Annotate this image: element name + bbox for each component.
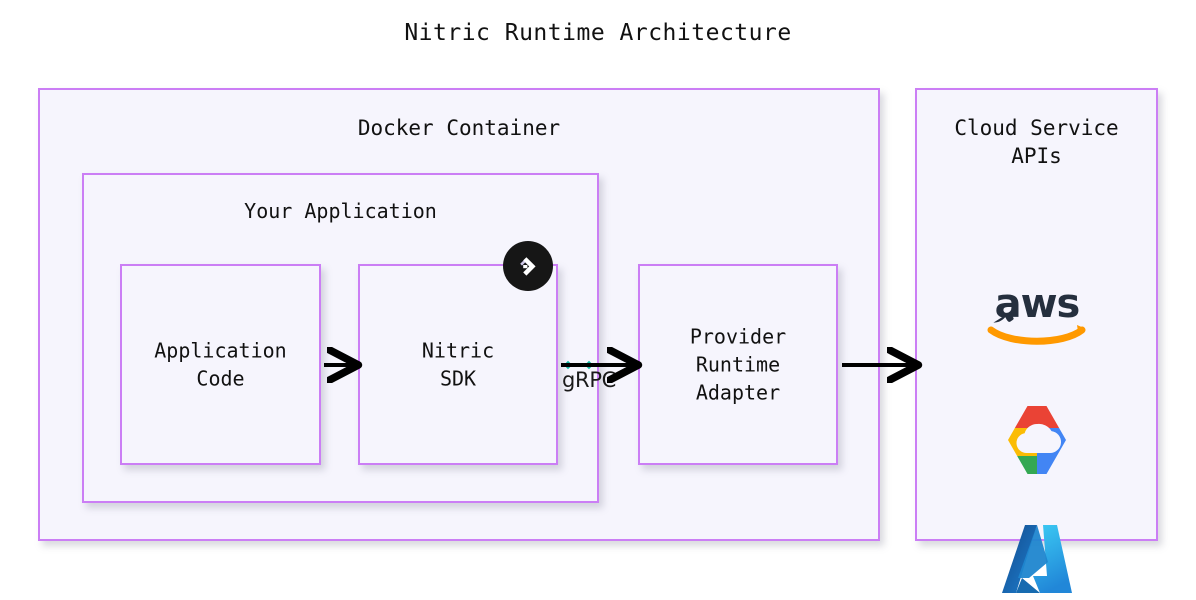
- provider-runtime-adapter-node[interactable]: Provider Runtime Adapter: [638, 264, 838, 465]
- svg-text:aws: aws: [994, 281, 1079, 327]
- diagram-title: Nitric Runtime Architecture: [404, 20, 792, 46]
- diagram-canvas: Nitric Runtime Architecture Docker Conta…: [38, 20, 1158, 593]
- your-application-label: Your Application: [244, 199, 437, 223]
- application-code-node[interactable]: Application Code: [120, 264, 321, 465]
- nitric-sdk-label: Nitric SDK: [421, 338, 495, 391]
- cloud-service-apis-node[interactable]: Cloud Service APIs aws: [915, 88, 1158, 593]
- nitric-logo-icon: [503, 241, 553, 291]
- nitric-sdk-node[interactable]: Nitric SDK: [358, 241, 558, 465]
- google-cloud-logo-icon: [917, 400, 1156, 480]
- grpc-edge-label: gRPC: [562, 368, 617, 392]
- provider-runtime-adapter-label: Provider Runtime Adapter: [689, 323, 787, 405]
- application-code-label: Application Code: [154, 338, 287, 391]
- microsoft-azure-logo-icon: [917, 518, 1156, 600]
- cloud-service-apis-label: Cloud Service APIs: [954, 116, 1119, 169]
- aws-logo-icon: aws: [917, 278, 1156, 350]
- docker-container-label: Docker Container: [357, 116, 561, 140]
